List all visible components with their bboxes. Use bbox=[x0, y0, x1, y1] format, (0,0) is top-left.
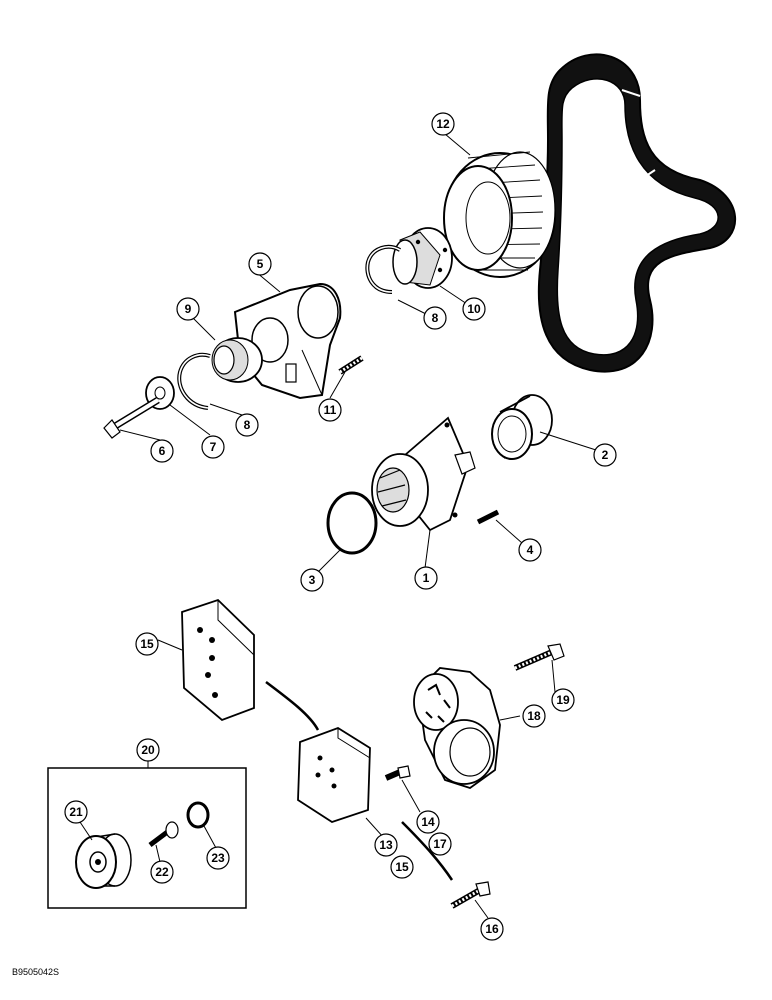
pulley-washer bbox=[186, 801, 210, 829]
callout-15-upper: 15 bbox=[135, 632, 159, 656]
callout-label: 19 bbox=[556, 693, 570, 707]
callout-label: 1 bbox=[423, 571, 430, 585]
pump-screw bbox=[476, 509, 500, 525]
callout-label: 21 bbox=[69, 805, 83, 819]
water-pump bbox=[371, 416, 476, 532]
crank-pulley bbox=[443, 151, 556, 278]
callout-label: 8 bbox=[432, 311, 439, 325]
callout-16: 16 bbox=[480, 917, 504, 941]
callout-3: 3 bbox=[300, 568, 324, 592]
callout-label: 7 bbox=[210, 440, 217, 454]
tensioner-bracket bbox=[233, 282, 342, 400]
callout-label: 15 bbox=[395, 860, 409, 874]
callout-13: 13 bbox=[374, 833, 398, 857]
bearing bbox=[211, 337, 263, 383]
callout-label: 10 bbox=[467, 302, 481, 316]
callout-label: 17 bbox=[433, 837, 447, 851]
assembly-path-1 bbox=[265, 681, 320, 731]
callout-8-upper: 8 bbox=[423, 306, 447, 330]
snap-ring-lower bbox=[177, 352, 211, 410]
callout-15-lower: 15 bbox=[390, 855, 414, 879]
callout-11: 11 bbox=[318, 398, 342, 422]
callout-label: 5 bbox=[257, 257, 264, 271]
tensioner-bolt bbox=[513, 643, 565, 671]
callout-label: 12 bbox=[436, 117, 450, 131]
bolt bbox=[103, 397, 160, 439]
callout-7: 7 bbox=[201, 435, 225, 459]
belt-tensioner bbox=[413, 667, 501, 789]
callout-label: 3 bbox=[309, 573, 316, 587]
idler-hub bbox=[392, 227, 453, 289]
callout-19: 19 bbox=[551, 688, 575, 712]
callout-label: 16 bbox=[485, 922, 499, 936]
callout-label: 11 bbox=[324, 403, 337, 417]
callout-4: 4 bbox=[518, 538, 542, 562]
leader-lines bbox=[79, 133, 597, 919]
callout-17: 17 bbox=[428, 832, 452, 856]
kit-box bbox=[47, 767, 247, 909]
callout-1: 1 bbox=[414, 566, 438, 590]
callout-label: 22 bbox=[155, 865, 169, 879]
snap-ring-upper bbox=[365, 244, 402, 294]
callout-6: 6 bbox=[150, 439, 174, 463]
callout-12: 12 bbox=[431, 112, 455, 136]
callout-label: 9 bbox=[185, 302, 192, 316]
callout-23: 23 bbox=[206, 846, 230, 870]
drive-belt bbox=[537, 53, 736, 373]
callout-9: 9 bbox=[176, 297, 200, 321]
long-bolt bbox=[450, 881, 491, 909]
pump-sleeve bbox=[491, 394, 553, 460]
callout-label: 20 bbox=[141, 743, 155, 757]
idler-pulley bbox=[75, 833, 132, 889]
spacer-plate-upper bbox=[181, 598, 255, 722]
callout-label: 4 bbox=[527, 543, 534, 557]
callout-label: 2 bbox=[602, 448, 609, 462]
callout-2: 2 bbox=[593, 443, 617, 467]
callout-label: 18 bbox=[527, 709, 541, 723]
callout-label: 14 bbox=[421, 815, 435, 829]
short-bolt bbox=[384, 765, 411, 781]
callout-8-lower: 8 bbox=[235, 413, 259, 437]
figure-id: B9505042S bbox=[12, 967, 59, 977]
callout-21: 21 bbox=[64, 800, 88, 824]
callout-label: 13 bbox=[379, 838, 393, 852]
spacer-plate-lower bbox=[297, 727, 371, 823]
callout-10: 10 bbox=[462, 297, 486, 321]
stud bbox=[338, 355, 364, 375]
assembly-path-2 bbox=[401, 821, 454, 881]
o-ring bbox=[326, 491, 378, 555]
callout-22: 22 bbox=[150, 860, 174, 884]
callout-20: 20 bbox=[136, 738, 160, 762]
callout-label: 8 bbox=[244, 418, 251, 432]
callout-label: 23 bbox=[211, 851, 225, 865]
callout-label: 15 bbox=[140, 637, 154, 651]
callout-18: 18 bbox=[522, 704, 546, 728]
callout-14: 14 bbox=[416, 810, 440, 834]
pulley-shaft bbox=[148, 821, 179, 847]
callout-label: 6 bbox=[159, 444, 166, 458]
callout-5: 5 bbox=[248, 252, 272, 276]
